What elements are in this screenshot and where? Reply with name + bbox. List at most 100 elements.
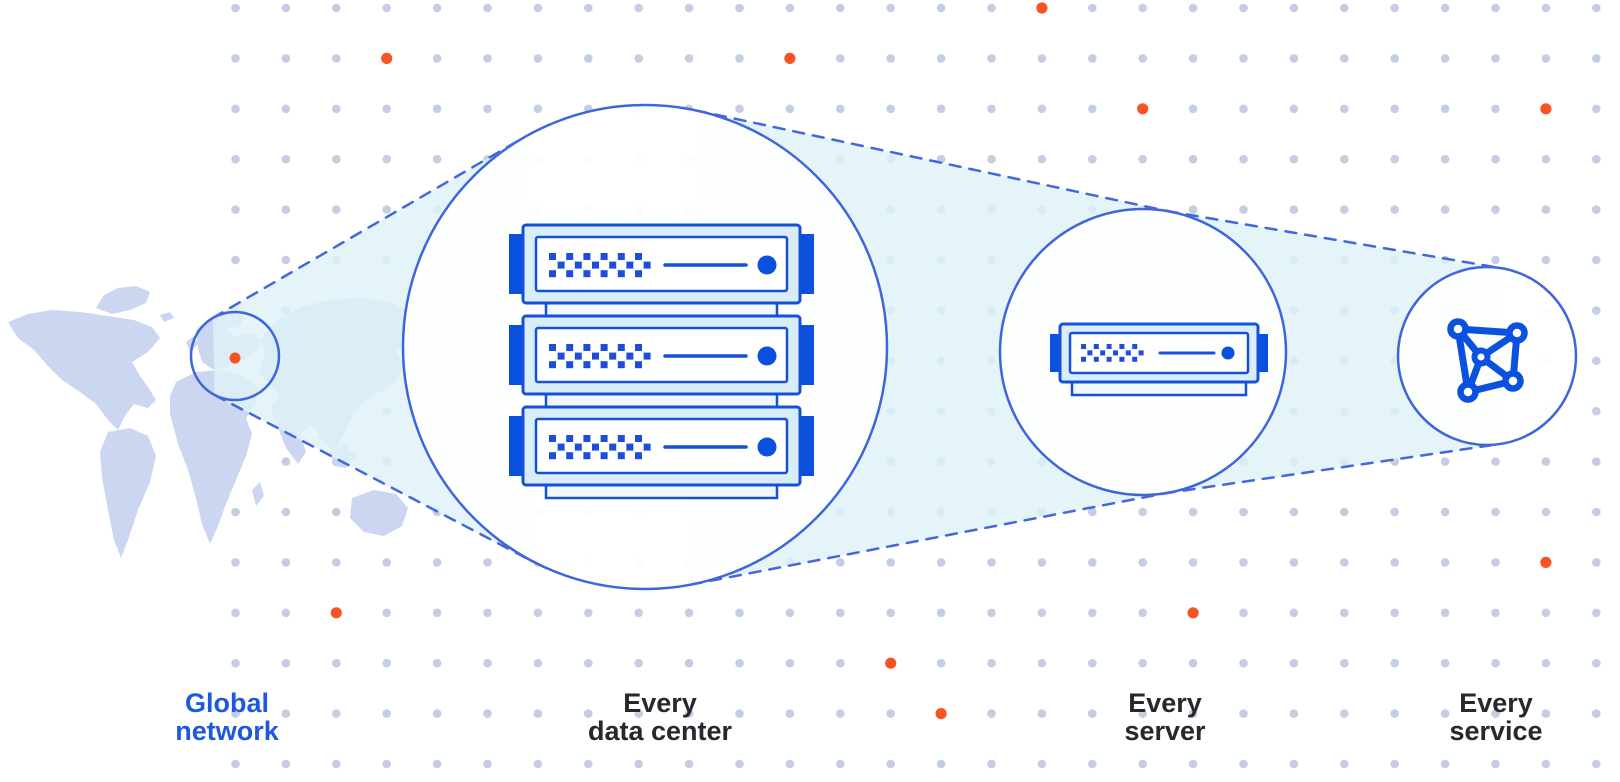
grid-dot [231, 205, 240, 214]
led-dot [1087, 350, 1093, 356]
grid-dot [1541, 507, 1551, 517]
grid-dot [584, 54, 593, 63]
grid-dot [231, 507, 240, 517]
grid-dot [836, 709, 845, 718]
grid-dot [836, 3, 845, 13]
grid-dot [1491, 3, 1500, 13]
led-dot [549, 253, 556, 260]
grid-dot [1390, 154, 1399, 164]
grid-dot [634, 608, 643, 618]
grid-dot [1541, 709, 1551, 718]
grid-dot [281, 154, 291, 164]
grid-dot [1289, 558, 1299, 567]
network-node [1502, 370, 1524, 392]
grid-dot [634, 709, 643, 718]
grid-dot [332, 709, 341, 718]
grid-dot [1188, 507, 1198, 517]
grid-dot [1440, 558, 1450, 567]
led-dot [1081, 356, 1086, 362]
label-line: service [1449, 716, 1542, 746]
led-dot [626, 443, 634, 451]
led-dot [617, 361, 625, 369]
grid-dot [1440, 507, 1450, 517]
grid-dot [1289, 104, 1299, 114]
grid-dot [1541, 255, 1551, 265]
grid-dot [987, 54, 996, 63]
grid-dot [1239, 658, 1248, 668]
label-line: Global [185, 688, 269, 718]
server-ear [799, 325, 814, 385]
grid-dot [432, 3, 442, 13]
grid-dot [735, 608, 744, 618]
grid-dot [1592, 154, 1601, 164]
grid-dot [1188, 54, 1198, 63]
led-dot [583, 344, 591, 351]
grid-dot [1037, 608, 1047, 618]
grid-dot [785, 3, 795, 13]
led-dot [617, 270, 625, 278]
grid-dot [1541, 759, 1551, 769]
led-dot [557, 443, 565, 451]
grid-dot [382, 154, 392, 164]
grid-dot [634, 3, 643, 13]
server-ear [509, 234, 524, 294]
led-dot [549, 361, 556, 369]
grid-dot [281, 507, 291, 517]
led-dot [1119, 356, 1125, 362]
grid-dot [735, 104, 744, 114]
network-node-center [1471, 347, 1491, 367]
led-dot [626, 352, 634, 360]
server-power-dot [1221, 346, 1235, 360]
grid-dot-orange [1540, 103, 1552, 115]
grid-dot [936, 558, 946, 567]
grid-dot [281, 54, 291, 63]
grid-dot [1592, 306, 1601, 315]
grid-dot [936, 104, 946, 114]
grid-dot-orange [330, 607, 342, 619]
server-power-dot [757, 255, 777, 275]
server-ear [799, 234, 814, 294]
led-dot [1125, 350, 1131, 356]
server-ear [509, 325, 524, 385]
grid-dot [432, 608, 442, 618]
grid-dot [987, 759, 996, 769]
grid-dot [1340, 104, 1349, 114]
led-dot [617, 344, 625, 351]
grid-dot [483, 658, 492, 668]
grid-dot [281, 608, 291, 618]
dashed-line [213, 393, 535, 563]
server-panel [534, 235, 789, 293]
grid-dot [1037, 104, 1047, 114]
led-dot [626, 261, 634, 269]
led-dot [566, 253, 574, 260]
grid-dot [1491, 104, 1500, 114]
grid-dot [1289, 608, 1299, 618]
grid-dot [987, 104, 996, 114]
grid-dot [1541, 3, 1551, 13]
grid-dot [1239, 507, 1248, 517]
grid-dot [281, 457, 291, 466]
grid-dot [332, 658, 341, 668]
grid-dot [1491, 709, 1500, 718]
grid-dot [1037, 154, 1047, 164]
grid-dot [1390, 608, 1399, 618]
grid-dot [1289, 205, 1299, 214]
grid-dot [684, 3, 694, 13]
led-dot [635, 435, 642, 442]
grid-dot [836, 54, 845, 63]
grid-dot [1440, 457, 1450, 466]
label-line: server [1124, 716, 1206, 746]
grid-dot [382, 3, 392, 13]
grid-dot [1491, 54, 1500, 63]
grid-dot [1541, 54, 1551, 63]
grid-dot [1138, 154, 1147, 164]
grid-dot [332, 154, 341, 164]
grid-dot [684, 608, 694, 618]
led-dot [617, 452, 625, 460]
grid-dot [1088, 154, 1097, 164]
grid-dot [1239, 3, 1248, 13]
grid-dot [584, 3, 593, 13]
grid-dot [1037, 759, 1047, 769]
label-line: Every [1459, 688, 1533, 718]
